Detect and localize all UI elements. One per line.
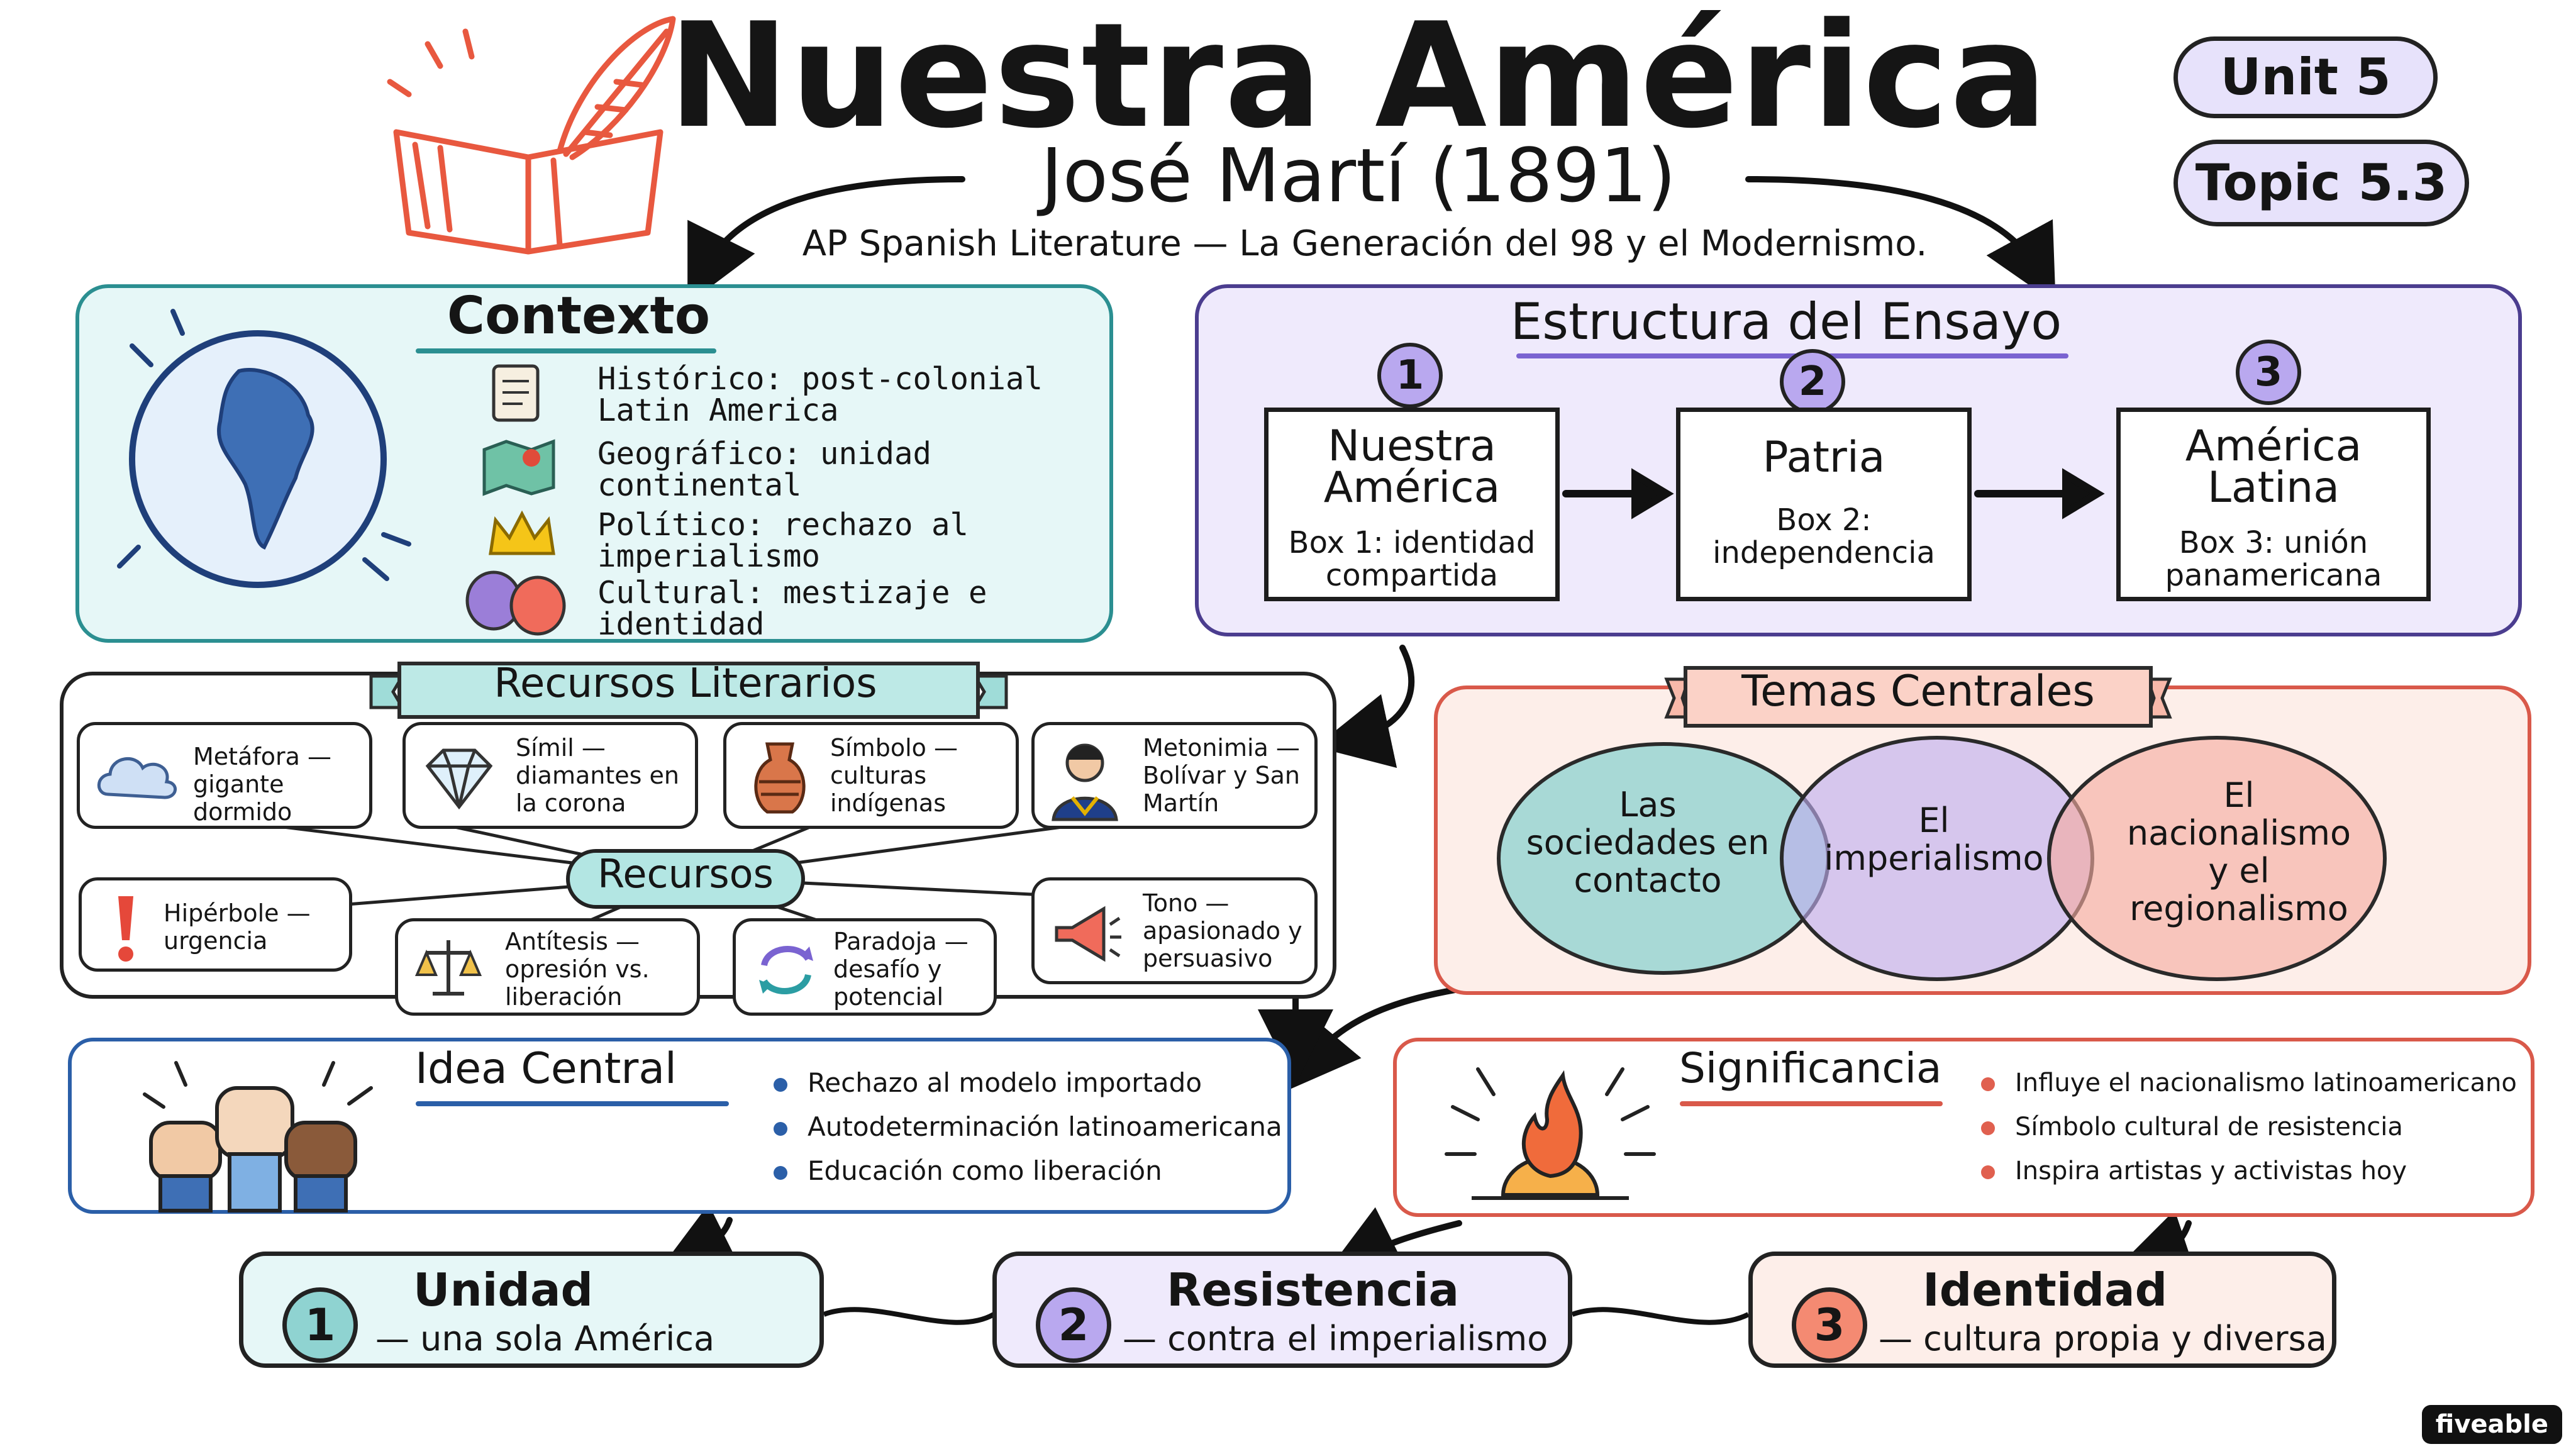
scales-icon xyxy=(414,940,482,996)
raised-fists-icon xyxy=(143,1061,373,1213)
flame-sunrise-icon xyxy=(1445,1067,1656,1200)
topic-badge: Topic 5.3 xyxy=(2174,140,2469,226)
recurso-text-simil: Símil — diamantes en la corona xyxy=(516,734,679,817)
recurso-box-paradoja: Paradoja — desafío y potencial xyxy=(733,918,997,1016)
idea-bullet-1: Rechazo al modelo importado xyxy=(774,1069,1202,1097)
bottom-title-identidad: Identidad xyxy=(1923,1263,2168,1316)
estructura-box-3-title: América Latina xyxy=(2185,421,2362,513)
recurso-box-antitesis: Antítesis — opresión vs. liberación xyxy=(395,918,700,1016)
bottom-title-unidad: Unidad xyxy=(413,1263,594,1316)
contexto-title-underline xyxy=(416,348,716,353)
contexto-item-cultural: Cultural: mestizaje e identidad xyxy=(597,575,987,642)
open-book-quill-icon xyxy=(387,16,676,255)
exclamation-icon xyxy=(118,896,133,962)
significancia-title: Significancia xyxy=(1679,1044,1942,1092)
cycle-arrows-icon xyxy=(759,946,813,994)
venn-label-nacionalismo: El nacionalismo y el regionalismo xyxy=(2126,775,2351,928)
globe-icon xyxy=(117,309,411,588)
portrait-icon xyxy=(1052,743,1118,821)
estructura-box-2-desc: Box 2: independencia xyxy=(1713,502,1935,570)
recurso-box-hiperbole: Hipérbole — urgencia xyxy=(79,877,352,972)
recursos-title: Recursos Literarios xyxy=(494,660,877,707)
scroll-icon xyxy=(492,364,540,422)
contexto-item-politico: Político: rechazo al imperialismo xyxy=(597,507,969,574)
temas-ribbon xyxy=(1664,666,2172,728)
idea-title-underline xyxy=(416,1101,729,1106)
venn-circle-sociedades xyxy=(1497,742,1830,975)
recurso-text-paradoja: Paradoja — desafío y potencial xyxy=(833,928,969,1011)
idea-bullet-3: Educación como liberación xyxy=(774,1157,1162,1185)
estructura-box-2-title: Patria xyxy=(1762,433,1885,482)
recurso-text-simbolo: Símbolo — culturas indígenas xyxy=(830,734,958,817)
map-icon xyxy=(482,439,555,496)
bottom-num-3: 3 xyxy=(1792,1287,1867,1363)
page-title: Nuestra América xyxy=(668,0,2049,160)
idea-bullet-2: Autodeterminación latinoamericana xyxy=(774,1113,1282,1141)
recurso-box-simbolo: Símbolo — culturas indígenas xyxy=(723,722,1019,829)
page-author: José Martí (1891) xyxy=(1040,132,1677,219)
recurso-text-metafora: Metáfora — gigante dormido xyxy=(193,743,331,826)
recurso-box-metonimia: Metonimia — Bolívar y San Martín xyxy=(1031,722,1318,829)
estructura-num-1: 1 xyxy=(1377,343,1443,408)
bottom-card-unidad: 1 Unidad — una sola América xyxy=(239,1252,824,1368)
recursos-hub-label: Recursos xyxy=(597,851,774,897)
venn-label-sociedades: Las sociedades en contacto xyxy=(1526,785,1770,900)
estructura-box-1-title: Nuestra América xyxy=(1323,421,1501,513)
recurso-box-simil: Símil — diamantes en la corona xyxy=(402,722,698,829)
bottom-sub-unidad: — una sola América xyxy=(375,1319,715,1358)
significancia-bullet-1: Influye el nacionalismo latinoamericano xyxy=(1981,1069,2517,1097)
recurso-box-tono: Tono — apasionado y persuasivo xyxy=(1031,877,1318,984)
estructura-box-3: América Latina Box 3: unión panamericana xyxy=(2116,408,2431,601)
cloud-icon xyxy=(97,757,177,799)
masks-icon xyxy=(465,570,566,636)
vase-icon xyxy=(754,742,806,814)
estructura-num-2: 2 xyxy=(1780,349,1845,414)
recursos-ribbon xyxy=(369,662,1008,719)
megaphone-icon xyxy=(1055,906,1121,962)
fiveable-logo: fiveable xyxy=(2421,1405,2562,1444)
recurso-box-metafora: Metáfora — gigante dormido xyxy=(77,722,372,829)
estructura-box-2: Patria Box 2: independencia xyxy=(1676,408,1972,601)
bottom-card-resistencia: 2 Resistencia — contra el imperialismo xyxy=(992,1252,1572,1368)
recurso-text-metonimia: Metonimia — Bolívar y San Martín xyxy=(1143,734,1300,817)
estructura-box-1: Nuestra América Box 1: identidad compart… xyxy=(1264,408,1560,601)
estructura-box-1-desc: Box 1: identidad compartida xyxy=(1288,525,1536,593)
bottom-sub-identidad: — cultura propia y diversa xyxy=(1879,1319,2327,1358)
venn-circle-imperialismo xyxy=(1780,736,2094,981)
venn-circle-nacionalismo xyxy=(2047,736,2387,981)
significancia-title-underline xyxy=(1680,1101,1943,1106)
bottom-sub-resistencia: — contra el imperialismo xyxy=(1123,1319,1548,1358)
significancia-bullet-3: Inspira artistas y activistas hoy xyxy=(1981,1157,2407,1185)
bottom-title-resistencia: Resistencia xyxy=(1167,1263,1460,1316)
significancia-bullet-2: Símbolo cultural de resistencia xyxy=(1981,1113,2403,1141)
contexto-title: Contexto xyxy=(447,286,711,346)
recurso-text-antitesis: Antítesis — opresión vs. liberación xyxy=(505,928,650,1011)
course-line: AP Spanish Literature — La Generación de… xyxy=(802,223,1928,264)
crown-icon xyxy=(489,510,555,555)
recurso-text-tono: Tono — apasionado y persuasivo xyxy=(1143,889,1302,972)
estructura-title: Estructura del Ensayo xyxy=(1510,292,2062,351)
unit-badge: Unit 5 xyxy=(2174,36,2438,118)
venn-label-imperialismo: El imperialismo xyxy=(1824,801,2044,878)
estructura-num-3: 3 xyxy=(2236,340,2301,405)
recursos-hub xyxy=(566,849,805,909)
diamond-icon xyxy=(425,748,493,810)
recurso-text-hiperbole: Hipérbole — urgencia xyxy=(164,899,311,955)
temas-title: Temas Centrales xyxy=(1741,667,2095,716)
bottom-num-1: 1 xyxy=(282,1287,358,1363)
bottom-num-2: 2 xyxy=(1036,1287,1111,1363)
estructura-box-3-desc: Box 3: unión panamericana xyxy=(2165,525,2382,593)
idea-title: Idea Central xyxy=(415,1044,677,1094)
contexto-item-historico: Histórico: post-colonial Latin America xyxy=(597,361,1043,428)
contexto-item-geografico: Geográfico: unidad continental xyxy=(597,436,932,503)
bottom-card-identidad: 3 Identidad — cultura propia y diversa xyxy=(1748,1252,2336,1368)
